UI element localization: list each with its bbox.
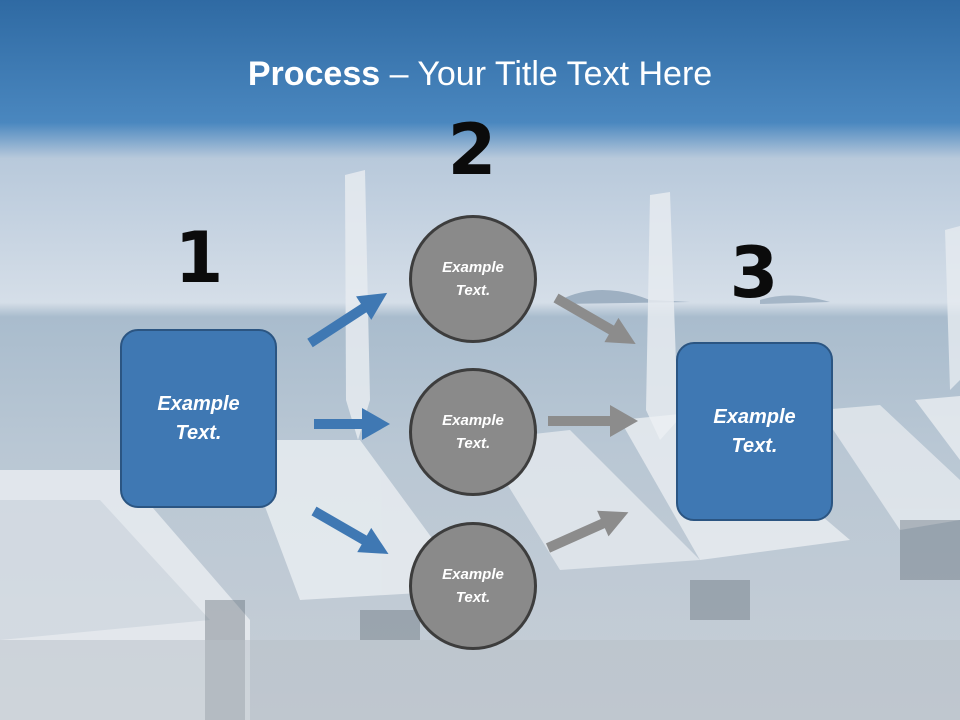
blue-arrow-up <box>307 292 388 348</box>
step-3-box: Example Text. <box>676 342 833 521</box>
title-rest: – Your Title Text Here <box>380 55 713 93</box>
gray-arrow-up <box>545 510 629 553</box>
step-2-circle-top: Example Text. <box>409 215 537 343</box>
slide-title: Process – Your Title Text Here <box>0 52 960 96</box>
blue-arrow-right <box>314 408 390 440</box>
gray-arrow-right <box>548 405 638 437</box>
step-2-circle-middle: Example Text. <box>409 368 537 496</box>
gray-arrow-down <box>553 293 636 344</box>
title-bold: Process <box>247 55 381 93</box>
step-2-circle-bottom: Example Text. <box>409 522 537 650</box>
step-1-box: Example Text. <box>120 329 277 508</box>
step-number-1: 1 <box>174 217 224 299</box>
step-number-3: 3 <box>729 232 779 314</box>
blue-arrow-down <box>311 506 389 554</box>
step-number-2: 2 <box>447 109 497 191</box>
